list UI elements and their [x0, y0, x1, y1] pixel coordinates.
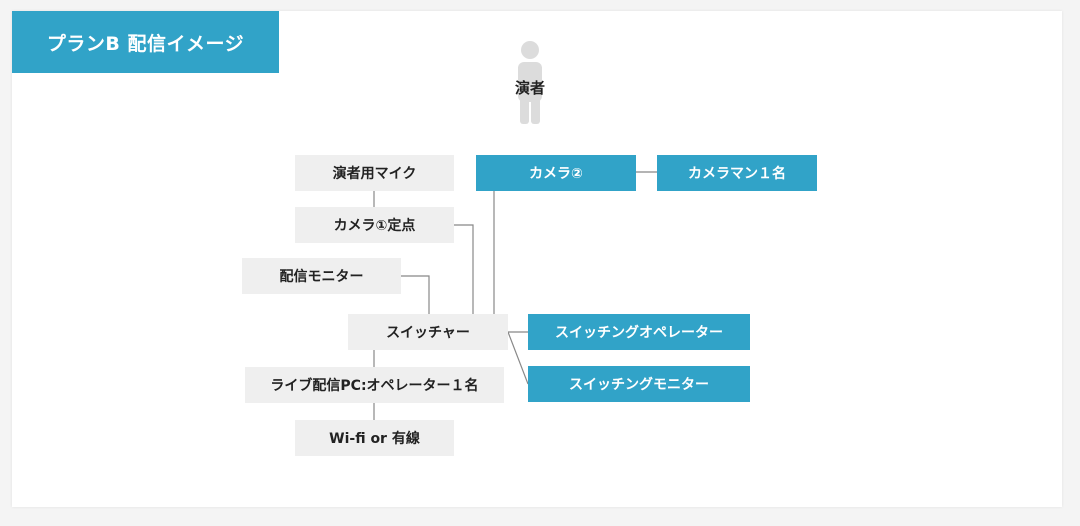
title-badge: プランB 配信イメージ: [12, 11, 279, 73]
line-monitor-switcher: [401, 275, 430, 314]
line-camera1-switcher: [454, 224, 474, 314]
line-switcher-switchmonitor: [507, 331, 529, 385]
node-wifi: Wi-fi or 有線: [295, 420, 454, 456]
node-stream-monitor: 配信モニター: [242, 258, 401, 294]
node-switcher: スイッチャー: [348, 314, 508, 350]
node-live-pc: ライブ配信PC:オペレーター１名: [245, 367, 504, 403]
person-icon: [518, 41, 542, 124]
node-switching-monitor: スイッチングモニター: [528, 366, 750, 402]
node-switching-operator: スイッチングオペレーター: [528, 314, 750, 350]
performer-label: 演者: [514, 78, 545, 97]
node-camera2: カメラ②: [476, 155, 636, 191]
node-cameraman: カメラマン１名: [657, 155, 817, 191]
node-performer-mic: 演者用マイク: [295, 155, 454, 191]
node-camera1: カメラ①定点: [295, 207, 454, 243]
diagram-title: プランB 配信イメージ: [46, 32, 245, 55]
